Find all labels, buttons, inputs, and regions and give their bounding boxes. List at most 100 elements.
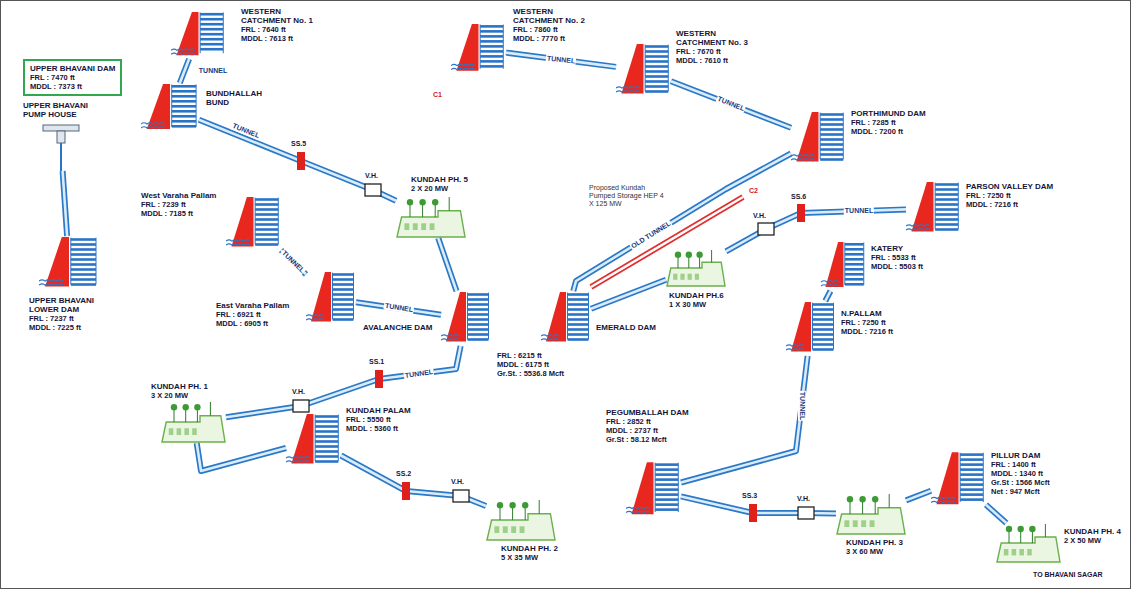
valve-house-label: V.H.: [451, 478, 464, 486]
dam-icon: [931, 451, 986, 509]
dam-name: UPPER BHAVANI DAM: [30, 64, 115, 73]
tunnel-label: OLD TUNNEL: [629, 219, 673, 251]
ph-icon: [836, 493, 906, 535]
node-heading: KATERY: [871, 244, 903, 253]
node-heading: KUNDAH PALAM: [346, 406, 411, 415]
dam-node: EMERALD DAM: [541, 291, 591, 346]
node-heading: N.PALLAM: [841, 309, 882, 318]
tunnel-label: TUNNEL: [383, 302, 414, 315]
proposed-tunnel-core: [591, 197, 743, 287]
ph-icon: [161, 401, 226, 443]
tunnel-line: [226, 346, 461, 417]
node-value: MDDL : 6175 ft: [497, 360, 549, 369]
node-value: Gr.St : 58.12 Mcft: [606, 435, 667, 444]
node-value: 2 X 50 MW: [1064, 536, 1101, 545]
surge-shafts: [297, 152, 805, 522]
surge-shaft-label: SS.6: [791, 193, 806, 201]
node-value: Net : 947 Mcft: [991, 487, 1040, 496]
ph-icon: [486, 499, 556, 541]
node-heading: WESTERN CATCHMENT No. 2: [513, 7, 603, 25]
dam-node: PEGUMBALLAH DAMFRL : 2852 ftMDDL : 2737 …: [626, 461, 681, 519]
dam-node: PILLUR DAMFRL : 1400 ftMDDL : 1340 ftGr.…: [931, 451, 986, 509]
dam-node: AVALANCHE DAMFRL : 6215 ftMDDL : 6175 ft…: [441, 291, 491, 346]
note-label: C2: [749, 187, 758, 195]
node-heading: KUNDAH PH. 5: [411, 175, 468, 184]
tunnel-line: [825, 291, 830, 301]
dam-icon: [786, 301, 836, 356]
node-value: FRL : 7250 ft: [841, 318, 886, 327]
node-heading: AVALANCHE DAM: [363, 323, 432, 332]
dam-icon: [541, 291, 591, 346]
pump-icon: [41, 123, 81, 171]
node-value: FRL : 5533 ft: [871, 253, 916, 262]
tunnel-line: [671, 81, 791, 128]
node-heading: KUNDAH PH. 3: [846, 538, 903, 547]
tunnel-line: [986, 505, 1006, 523]
node-heading: PEGUMBALLAH DAM: [606, 408, 689, 417]
tunnel-label: TUNNEL: [403, 368, 434, 380]
info-box: UPPER BHAVANI DAMFRL : 7470 ftMDDL : 737…: [23, 59, 122, 96]
node-value: 1 X 30 MW: [669, 300, 706, 309]
node-value: FRL : 7285 ft: [851, 118, 896, 127]
tunnel-line: [438, 238, 456, 291]
dam-node: WESTERN CATCHMENT No. 3FRL : 7670 ftMDDL…: [616, 43, 671, 98]
level-value: MDDL : 7373 ft: [30, 82, 115, 91]
node-heading: East Varaha Pallam: [216, 301, 289, 310]
node-heading: BUNDHALLAH BUND: [206, 89, 266, 107]
tunnel-line: [906, 491, 931, 501]
powerhouse-node: KUNDAH PH. 25 X 35 MW: [486, 499, 556, 541]
node-value: Gr.St : 1566 Mcft: [991, 478, 1050, 487]
tunnel-label: TUNNEL: [545, 54, 576, 65]
node-value: 2 X 20 MW: [411, 184, 448, 193]
dam-node: KATERYFRL : 5533 ftMDDL : 5503 ft: [821, 241, 866, 291]
valve-house-label: V.H.: [365, 172, 378, 180]
node-value: MDDL : 7610 ft: [676, 56, 728, 65]
node-value: MDDL : 7225 ft: [29, 323, 81, 332]
node-value: FRL : 2852 ft: [606, 417, 651, 426]
node-heading: KUNDAH PH.6: [669, 291, 724, 300]
node-heading: UPPER BHAVANI LOWER DAM: [29, 296, 124, 314]
node-heading: WESTERN CATCHMENT No. 3: [676, 29, 766, 47]
surge-shaft-label: SS.2: [396, 470, 411, 478]
node-heading: KUNDAH PH. 1: [151, 382, 208, 391]
tunnel-line: [591, 280, 666, 309]
tunnel-line: [356, 302, 441, 315]
tunnel-line: [681, 356, 808, 483]
dam-icon: [286, 413, 341, 468]
surge-shaft-label: SS.1: [369, 358, 384, 366]
dam-icon: [626, 461, 681, 519]
tunnel-label: TUNNEL: [198, 67, 228, 75]
dam-node: WESTERN CATCHMENT No. 1FRL : 7640 ftMDDL…: [171, 11, 226, 59]
dam-node: East Varaha PallamFRL : 6921 ftMDDL : 69…: [306, 271, 356, 326]
valve-house-label: V.H.: [753, 212, 766, 220]
dam-icon: [226, 196, 281, 251]
node-value: MDDL : 5360 ft: [346, 424, 398, 433]
node-value: FRL : 7239 ft: [141, 200, 186, 209]
node-value: 3 X 20 MW: [151, 391, 188, 400]
dam-icon: [906, 181, 961, 236]
dam-node: KUNDAH PALAMFRL : 5550 ftMDDL : 5360 ft: [286, 413, 341, 468]
tunnel-label: TUNNEL: [844, 207, 874, 215]
proposed-tunnel: [591, 197, 743, 287]
tunnel-label: TUNNEL: [279, 249, 306, 276]
node-heading: KUNDAH PH. 2: [501, 544, 558, 553]
node-value: MDDL : 7216 ft: [966, 200, 1018, 209]
node-value: FRL : 7250 ft: [966, 191, 1011, 200]
dam-node: West Varaha PallamFRL : 7239 ftMDDL : 71…: [226, 196, 281, 251]
note-label: Proposed Kundah Pumped Storage HEP 4 X 1…: [589, 184, 667, 208]
node-value: MDDL : 7770 ft: [513, 34, 565, 43]
node-heading: WESTERN CATCHMENT No. 1: [241, 7, 326, 25]
node-value: FRL : 7640 ft: [241, 25, 286, 34]
node-value: FRL : 6215 ft: [497, 351, 542, 360]
node-heading: PILLUR DAM: [991, 451, 1040, 460]
tunnel-line: [197, 443, 286, 471]
dam-icon: [171, 11, 226, 59]
valve-house-label: V.H.: [292, 388, 305, 396]
node-value: MDDL : 6905 ft: [216, 319, 268, 328]
node-value: FRL : 7237 ft: [29, 314, 74, 323]
node-heading: KUNDAH PH. 4: [1064, 527, 1121, 536]
dam-icon: [821, 241, 866, 291]
note-label: TO BHAVANI SAGAR: [1033, 571, 1103, 579]
tunnel-line: [199, 120, 396, 201]
